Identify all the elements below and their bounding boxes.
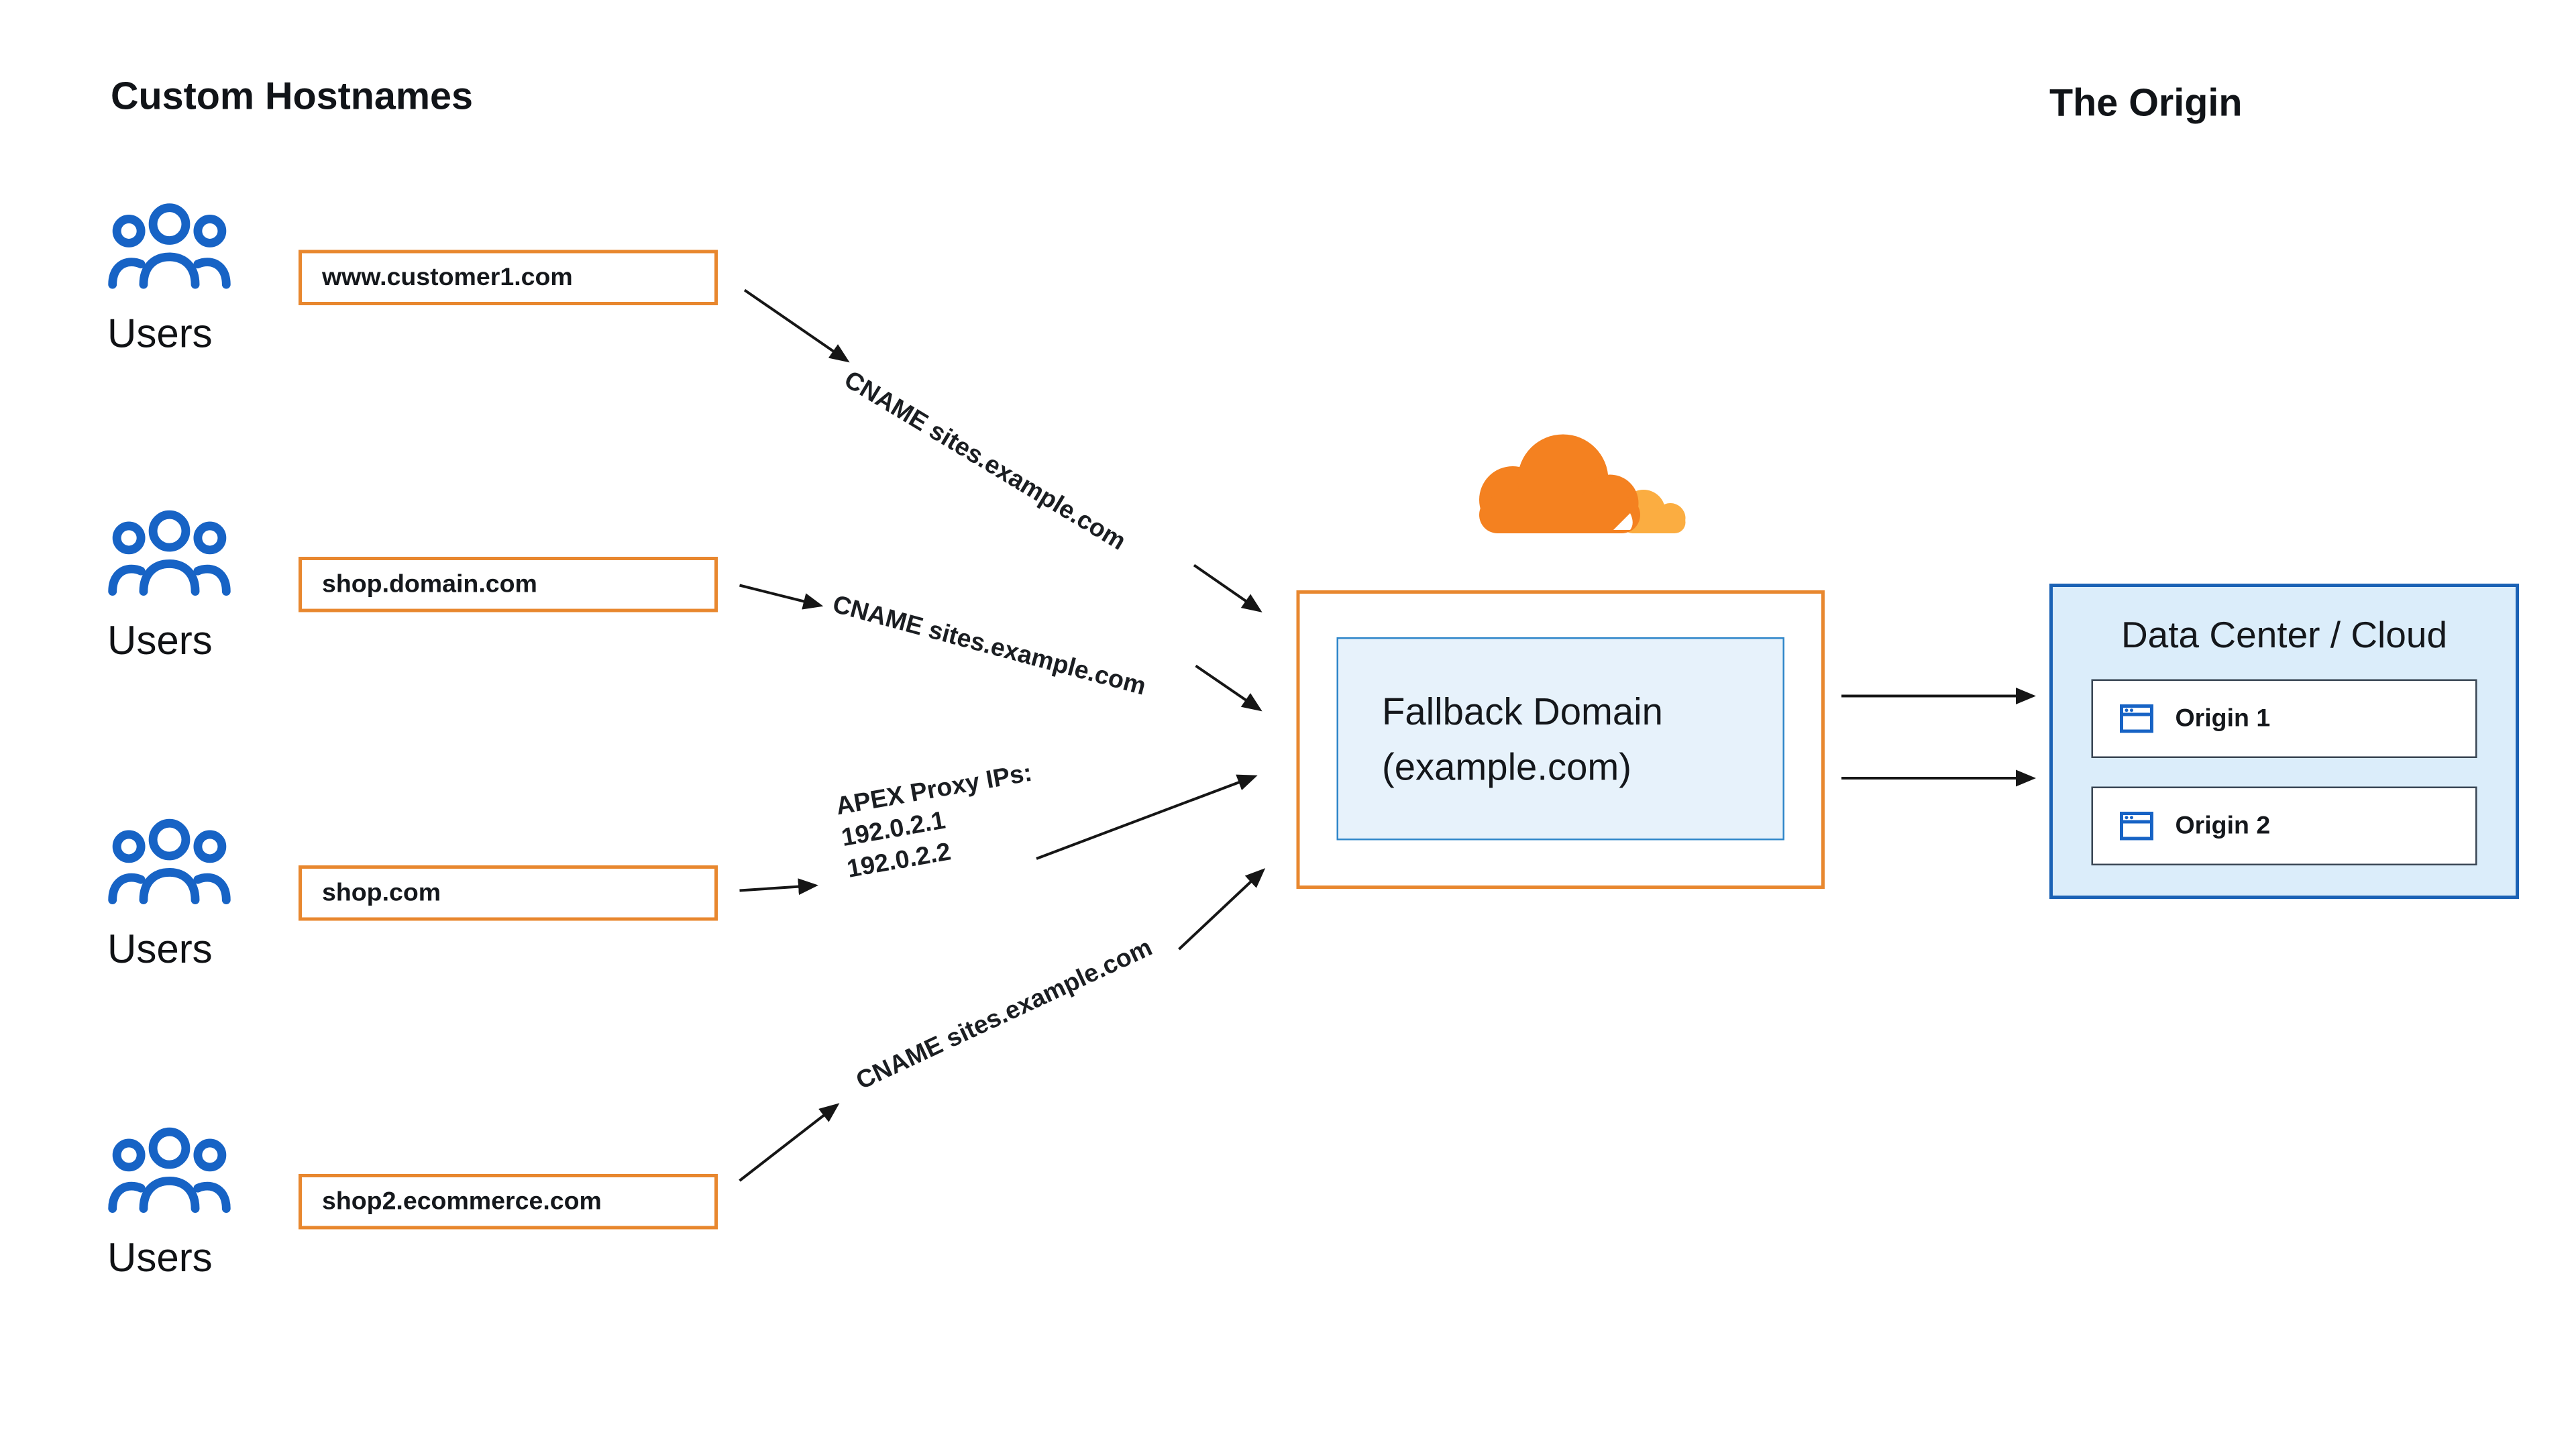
- users-icon: [107, 508, 231, 608]
- fallback-domain-line1: Fallback Domain: [1382, 690, 1663, 733]
- users-icon: [107, 1126, 231, 1225]
- hostname-label: www.customer1.com: [322, 263, 573, 292]
- origin-2-node: Origin 2: [2091, 786, 2477, 865]
- origin-1-node: Origin 1: [2091, 679, 2477, 758]
- apex-proxy-label: APEX Proxy IPs: 192.0.2.1 192.0.2.2: [834, 757, 1046, 886]
- hostname-node-shop: shop.com: [299, 865, 718, 921]
- custom-hostnames-title: Custom Hostnames: [111, 74, 473, 117]
- hostname-label: shop.com: [322, 879, 441, 908]
- cname-label-2: CNAME sites.example.com: [829, 590, 1149, 702]
- fallback-domain-node: Fallback Domain (example.com): [1336, 637, 1784, 841]
- origin-2-label: Origin 2: [2175, 812, 2271, 841]
- data-center-title: Data Center / Cloud: [2121, 614, 2448, 656]
- the-origin-title: The Origin: [2049, 80, 2243, 124]
- users-icon: [107, 201, 231, 301]
- hostname-label: shop.domain.com: [322, 570, 537, 599]
- hostname-node-customer1: www.customer1.com: [299, 250, 718, 305]
- cname-label-1: CNAME sites.example.com: [839, 366, 1131, 557]
- users-icon: [107, 817, 231, 916]
- hostname-label: shop2.ecommerce.com: [322, 1187, 602, 1216]
- users-label: Users: [107, 1236, 213, 1282]
- users-label: Users: [107, 312, 213, 358]
- hostname-node-shop2-ecommerce: shop2.ecommerce.com: [299, 1174, 718, 1230]
- fallback-domain-line2: (example.com): [1382, 745, 1631, 788]
- browser-window-icon: [2120, 704, 2153, 733]
- origin-1-label: Origin 1: [2175, 704, 2271, 733]
- users-label: Users: [107, 927, 213, 973]
- cname-label-3: CNAME sites.example.com: [852, 933, 1157, 1096]
- data-center-panel: Data Center / Cloud Origin 1 Origin 2: [2049, 584, 2519, 899]
- users-label: Users: [107, 619, 213, 665]
- hostname-node-shop-domain: shop.domain.com: [299, 557, 718, 612]
- cloudflare-logo-icon: [1426, 419, 1694, 569]
- browser-window-icon: [2120, 812, 2153, 841]
